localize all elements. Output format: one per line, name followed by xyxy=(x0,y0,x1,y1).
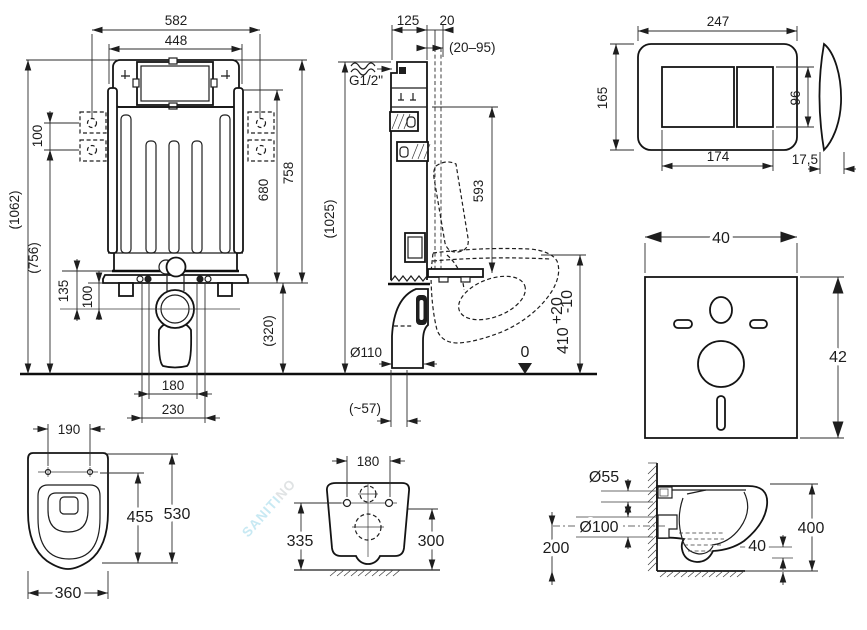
dim-165: 165 xyxy=(595,87,610,110)
watermark-text: SANITINO xyxy=(239,476,299,540)
dim-756: (756) xyxy=(26,242,41,274)
water-supply-symbol: G1/2" xyxy=(349,62,392,88)
flush-plate-dimensions: 247 165 96 174 xyxy=(595,14,814,171)
drain-elbow-side xyxy=(391,288,429,369)
dim-100-drainpipe: Ø100 xyxy=(579,519,618,536)
dim-135: 135 xyxy=(56,280,71,303)
frame-side-column xyxy=(388,61,431,286)
dim-300: 300 xyxy=(418,533,445,550)
dim-180-bowl: 180 xyxy=(357,454,380,469)
bowl-top-dimensions: 190 455 530 360 xyxy=(27,419,194,606)
flush-button-small xyxy=(736,66,774,128)
dim-680: 680 xyxy=(256,179,271,202)
floor-hatch xyxy=(657,570,745,578)
dim-410-tolerance: 410+20-10 xyxy=(549,290,576,354)
dim-400: 400 xyxy=(798,520,825,537)
view-bowl-back: 180 335 300 xyxy=(283,451,448,577)
bowl-opening xyxy=(47,492,89,533)
dim-190: 190 xyxy=(58,422,81,437)
dim-200: 200 xyxy=(543,540,570,557)
finished-wall-lines xyxy=(434,30,442,271)
dim-360: 360 xyxy=(55,585,82,602)
dim-pad-40: 40 xyxy=(712,230,730,247)
dim-96: 96 xyxy=(788,90,803,105)
view-bowl-top: 190 455 530 360 xyxy=(27,419,194,606)
datum-triangle-icon xyxy=(518,363,532,374)
dim-125: 125 xyxy=(397,13,420,28)
dim-20: 20 xyxy=(439,13,454,28)
dim-448: 448 xyxy=(165,33,188,48)
drain-outlet-front xyxy=(60,256,240,369)
flush-inlet-section xyxy=(657,486,673,499)
dim-40-rim: 40 xyxy=(748,538,766,555)
water-supply-connection xyxy=(399,67,406,74)
dim-55: Ø55 xyxy=(589,469,619,486)
dim-17-5: 17,5 xyxy=(792,152,818,167)
flush-plate-thickness-dimension: 17,5 xyxy=(792,152,856,174)
dim-100-brackets: 100 xyxy=(30,125,45,148)
dim-supply-thread: G1/2" xyxy=(349,73,383,88)
ground-hatch-back xyxy=(294,569,440,577)
view-bowl-side: Ø55 Ø100 200 40 400 xyxy=(539,462,828,585)
dim-335: 335 xyxy=(287,533,314,550)
dim-100-drain: 100 xyxy=(80,286,95,309)
dim-455: 455 xyxy=(127,509,154,526)
flush-plate-side-profile xyxy=(818,42,842,152)
dim-20-95: (20–95) xyxy=(449,40,496,55)
outlet-position xyxy=(354,513,382,541)
insulation-pad-outline xyxy=(644,276,798,439)
view-frame-side: G1/2" 125 20 (20–95) (1025) 593 410+20-1… xyxy=(322,13,586,427)
dim-1025: (1025) xyxy=(322,199,337,238)
frame-front-dimensions: 582 448 (1062) 100 (756) 135 100 xyxy=(7,13,308,423)
flush-distributor xyxy=(59,496,79,515)
drain-outlet-section xyxy=(657,514,678,539)
dim-247: 247 xyxy=(707,14,730,29)
frame-side-dimensions: 125 20 (20–95) (1025) 593 410+20-10 Ø110… xyxy=(322,13,586,427)
view-frame-front: 582 448 (1062) 100 (756) 135 100 xyxy=(7,13,308,423)
bowl-side-profile xyxy=(656,485,769,563)
dim-582: 582 xyxy=(165,13,188,28)
frame-outline xyxy=(102,57,249,297)
insulation-pad-cutouts xyxy=(673,296,768,431)
dim-530: 530 xyxy=(164,506,191,523)
seat-mounting-bar xyxy=(427,268,484,278)
access-window xyxy=(136,61,214,106)
dim-320: (320) xyxy=(261,315,276,347)
watermark: SANITINO xyxy=(239,476,299,540)
dim-174: 174 xyxy=(707,149,730,164)
foot-left xyxy=(118,282,134,297)
dim-758: 758 xyxy=(281,162,296,185)
foot-right xyxy=(217,282,233,297)
flush-button-large xyxy=(661,66,735,128)
dim-57: (~57) xyxy=(349,401,381,416)
view-insulation-pad: 40 42 xyxy=(644,227,851,439)
dim-pad-42: 42 xyxy=(829,349,847,366)
dim-110: Ø110 xyxy=(350,345,382,360)
inlet-position xyxy=(359,485,377,503)
bowl-back-dimensions: 180 335 300 xyxy=(283,451,448,570)
water-level-lines xyxy=(679,532,724,552)
dim-180-frame: 180 xyxy=(162,378,185,393)
dim-593: 593 xyxy=(471,180,486,203)
dim-230: 230 xyxy=(162,402,185,417)
bowl-side-dimensions: Ø55 Ø100 200 40 400 xyxy=(539,466,828,585)
seat-ring xyxy=(37,484,101,560)
dim-1062: (1062) xyxy=(7,190,22,229)
view-flush-plate: 247 165 96 174 17,5 xyxy=(595,14,856,174)
datum-zero: 0 xyxy=(521,344,530,361)
toilet-dashed-outline xyxy=(427,161,560,344)
